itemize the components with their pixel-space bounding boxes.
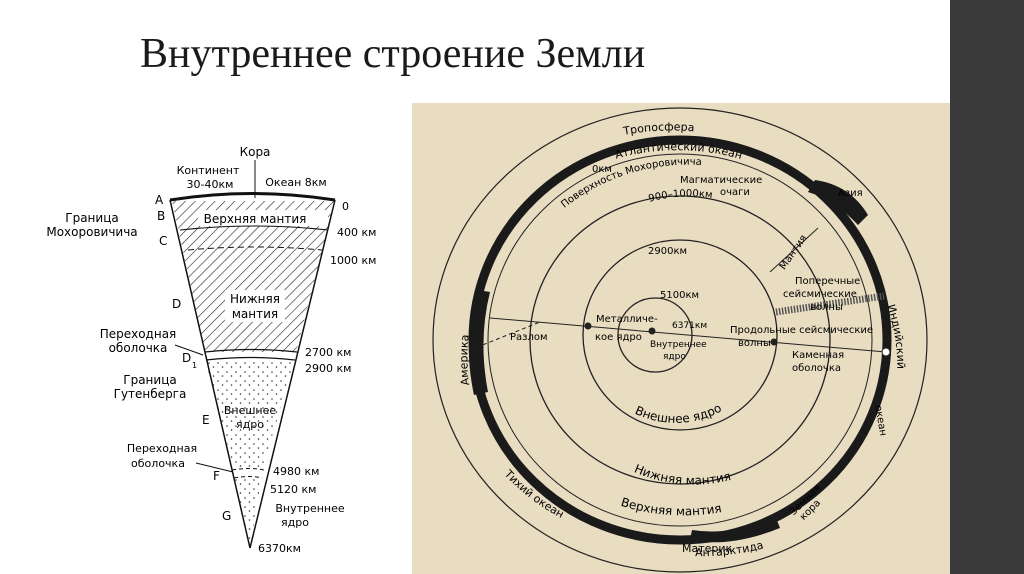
letter-b: B: [157, 209, 165, 223]
mantle-layer: [172, 201, 335, 352]
inner-core-circle-label-1: Внутреннее: [650, 340, 707, 350]
transition2-label-2: оболочка: [131, 457, 185, 470]
transition-label-2: оболочка: [109, 341, 168, 355]
gutenberg-label-1: Граница: [123, 373, 176, 387]
magmatic-label-2: очаги: [720, 187, 750, 198]
inner-core-label-1: Внутреннее: [275, 502, 345, 515]
inner-core-label-2: ядро: [281, 516, 309, 529]
asia-continent: [808, 180, 868, 225]
letter-d1-sub: 1: [192, 361, 197, 370]
transverse-label-2: сейсмические: [783, 289, 857, 300]
outer-core-ring: [582, 239, 778, 431]
earth-cone-diagram: Кора Континент 30-40км Океан 8км Верхняя…: [46, 145, 376, 555]
outer-core-label-1: Внешнее: [224, 404, 277, 417]
outer-core-circle-label: Внешнее ядро: [633, 401, 724, 426]
longitudinal-label-1: Продольные сейсмические: [730, 325, 873, 336]
depth-5100-label: 5100км: [660, 290, 699, 301]
letter-e: E: [202, 413, 210, 427]
stone-shell-label-1: Каменная: [792, 350, 844, 361]
depth-0: 0: [342, 200, 349, 213]
stone-shell-label-2: оболочка: [792, 363, 841, 374]
zero-km-label: 0км: [592, 164, 612, 175]
depth-2700: 2700 км: [305, 346, 351, 359]
upper-mantle-circle-label: Верхняя мантия: [619, 495, 722, 518]
depth-400: 400 км: [337, 226, 376, 239]
upper-mantle-label: Верхняя мантия: [204, 212, 307, 226]
indian-ocean-label-2: океан: [872, 404, 888, 436]
crust-label: Кора: [240, 145, 271, 159]
slide-side-bar: [950, 0, 1024, 574]
depth-4980: 4980 км: [273, 465, 319, 478]
inner-core-circle-label-2: ядро: [663, 352, 686, 362]
transverse-label-3: волны: [810, 302, 843, 313]
letter-a: A: [155, 193, 164, 207]
continent-label: Континент: [177, 164, 240, 177]
letter-d: D: [172, 297, 181, 311]
moho-label-2: Мохоровичича: [46, 225, 137, 239]
depth-6370: 6370км: [258, 542, 301, 555]
fault-label: Разлом: [510, 332, 548, 343]
letter-g: G: [222, 509, 231, 523]
mantle-boundary-ring: [529, 195, 831, 485]
lower-mantle-label-2: мантия: [232, 307, 278, 321]
metallic-label-2: кое ядро: [595, 332, 642, 343]
magmatic-label-1: Магматические: [680, 175, 762, 186]
depth-1000: 1000 км: [330, 254, 376, 267]
depth-5120: 5120 км: [270, 483, 316, 496]
mantle-label: Мантия: [778, 233, 810, 272]
depth-900-label: 900–1000км: [647, 188, 713, 204]
asia-label: Азия: [838, 188, 863, 199]
antarctica-continent: [690, 518, 780, 543]
lower-mantle-label-1: Нижняя: [230, 292, 280, 306]
letter-c: C: [159, 234, 167, 248]
transition2-label-1: Переходная: [127, 442, 197, 455]
longitudinal-label-2: волны: [738, 338, 771, 349]
troposphere-label: Тропосфера: [621, 120, 695, 138]
outer-core-label-2: ядро: [236, 418, 264, 431]
pacific-label: Тихий океан: [501, 467, 566, 521]
outer-core-layer: [205, 360, 295, 470]
transition-label-1: Переходная: [100, 327, 177, 341]
transverse-label-1: Поперечные: [795, 276, 860, 287]
earth-circle-diagram: Тропосфера Атлантический океан Поверхнос…: [432, 107, 928, 573]
mainland-label: Материк: [682, 542, 733, 555]
gutenberg-label-2: Гутенберга: [114, 387, 187, 401]
letter-d1: D: [182, 351, 191, 365]
continent-depth-label: 30-40км: [187, 178, 234, 191]
depth-6371-label: 6371км: [672, 321, 707, 331]
america-label: Америка: [457, 334, 472, 386]
depth-2900: 2900 км: [305, 362, 351, 375]
slide-title: Внутреннее строение Земли: [140, 31, 646, 77]
letter-f: F: [213, 469, 220, 483]
lower-mantle-circle-label: Нижняя мантия: [632, 462, 732, 488]
inner-core-layer: [234, 476, 262, 548]
metallic-label-1: Металличе-: [596, 314, 658, 325]
moho-label-1: Граница: [65, 211, 118, 225]
america-continent: [468, 290, 490, 395]
crust-arc: [169, 192, 336, 202]
depth-2900-label: 2900км: [648, 246, 687, 257]
ocean-label: Океан 8км: [265, 176, 326, 189]
earth-circle-panel: Тропосфера Атлантический океан Поверхнос…: [412, 103, 950, 574]
